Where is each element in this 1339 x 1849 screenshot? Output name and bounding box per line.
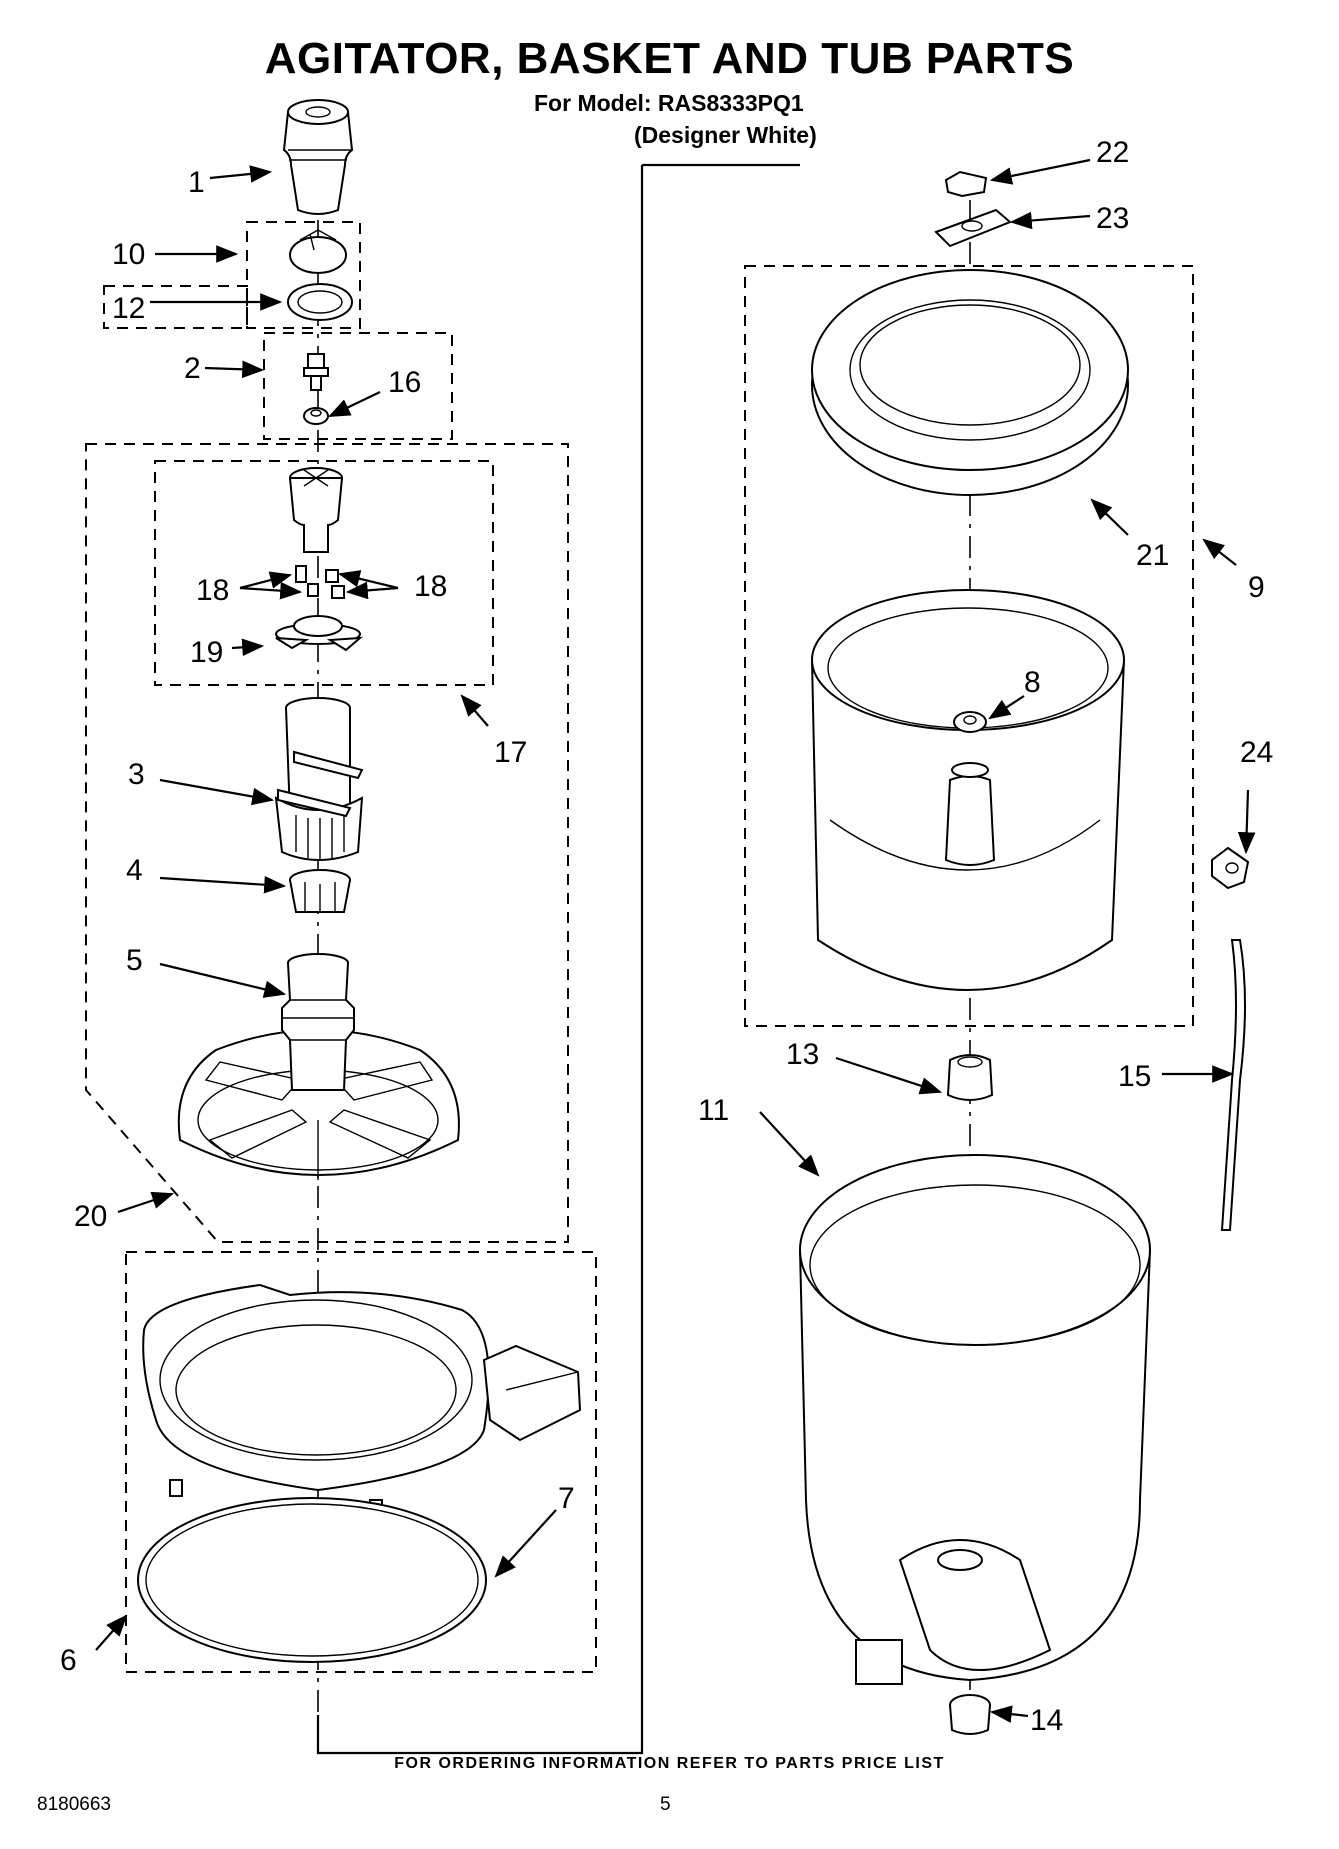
part-14 (949, 1694, 991, 1735)
callout-14: 14 (1030, 1704, 1063, 1737)
agitator-base-part-20 (177, 1029, 460, 1180)
callout-21: 21 (1136, 539, 1169, 572)
cam-pieces-part-18 (295, 565, 345, 599)
callout-7: 7 (558, 1482, 575, 1515)
callout-8: 8 (1024, 666, 1041, 699)
agitator-cap-part (282, 99, 354, 215)
outer-tub-part-11 (799, 1154, 1151, 1685)
group-box-2-16 (263, 332, 453, 440)
part-22 (944, 170, 988, 198)
page-number: 5 (660, 1794, 671, 1815)
dog-assembly-part-17 (288, 467, 344, 553)
ordering-note: FOR ORDERING INFORMATION REFER TO PARTS … (394, 1755, 945, 1772)
group-box-12 (103, 285, 248, 329)
assembly-connector-line (316, 165, 644, 1755)
callout-arrows (95, 158, 1256, 1723)
document-number: 8180663 (37, 1794, 111, 1815)
callout-22: 22 (1096, 136, 1129, 169)
callout-10: 10 (112, 238, 145, 271)
callout-18-left: 18 (196, 574, 229, 607)
part-16 (303, 407, 329, 425)
callout-20: 20 (74, 1200, 107, 1233)
agitator-barrel-part-5 (281, 953, 355, 1091)
clip-part-24 (1211, 846, 1250, 890)
callout-15: 15 (1118, 1060, 1151, 1093)
nut-part-8 (953, 711, 987, 733)
callout-17: 17 (494, 736, 527, 769)
callout-4: 4 (126, 854, 143, 887)
callout-6: 6 (60, 1644, 77, 1677)
callout-9: 9 (1248, 571, 1265, 604)
tub-ring-part-6 (142, 1283, 582, 1529)
auger-part-3 (274, 697, 364, 861)
hose-part-15 (1220, 939, 1246, 1231)
variant-line: (Designer White) (634, 122, 817, 148)
callout-2: 2 (184, 352, 201, 385)
callout-5: 5 (126, 944, 143, 977)
part-4 (289, 869, 351, 913)
ratchet-part-19 (275, 615, 363, 652)
callout-11: 11 (698, 1094, 729, 1127)
callout-19: 19 (190, 636, 223, 669)
group-box-10 (246, 221, 361, 329)
basket-part-9 (811, 589, 1125, 991)
bolt-part-2 (303, 353, 329, 391)
tub-ring-part-21 (811, 269, 1129, 496)
group-box-9 (744, 265, 1194, 1027)
callout-24: 24 (1240, 736, 1273, 769)
callout-18-right: 18 (414, 570, 447, 603)
callout-16: 16 (388, 366, 421, 399)
group-box-6-7 (125, 1251, 597, 1673)
ring-part-12 (287, 283, 353, 321)
callout-13: 13 (786, 1038, 819, 1071)
callout-12: 12 (112, 292, 145, 325)
part-13 (946, 1054, 994, 1101)
callout-1: 1 (188, 166, 205, 199)
group-box-20 (85, 443, 569, 1243)
model-line: For Model: RAS8333PQ1 (534, 90, 804, 116)
part-10 (289, 229, 347, 274)
part-23 (934, 208, 1012, 248)
callout-3: 3 (128, 758, 145, 791)
page-title: AGITATOR, BASKET AND TUB PARTS (264, 34, 1075, 83)
callout-23: 23 (1096, 202, 1129, 235)
group-box-17 (154, 460, 494, 686)
band-part-7 (137, 1497, 487, 1663)
